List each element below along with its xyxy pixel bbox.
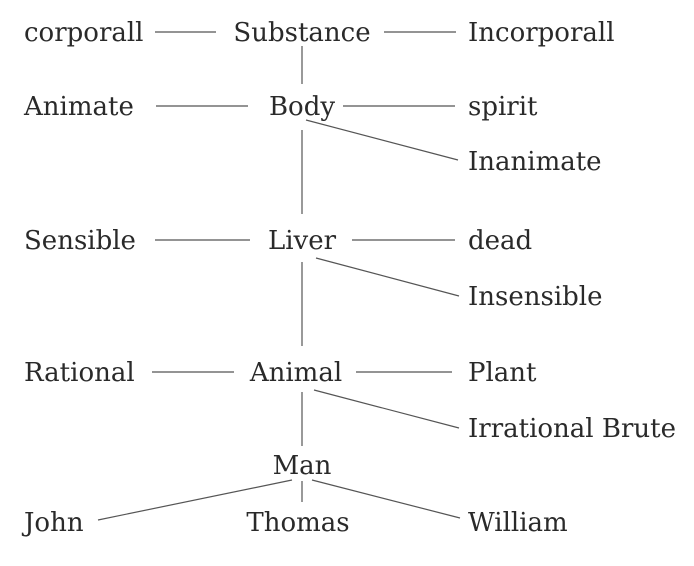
tree-edges	[97, 31, 461, 521]
node-incorporall: Incorporall	[468, 18, 615, 48]
edge-man-john	[97, 479, 293, 521]
node-inanimate: Inanimate	[468, 147, 602, 177]
edge-liver-insensible	[315, 257, 460, 297]
node-corporall: corporall	[24, 18, 144, 48]
node-john: John	[21, 508, 84, 538]
node-irrational-brute: Irrational Brute	[468, 414, 676, 444]
edge-animal-irrational-brute	[313, 389, 460, 429]
node-liver: Liver	[268, 226, 337, 256]
edge-body-inanimate	[305, 119, 459, 161]
node-rational: Rational	[24, 358, 135, 388]
node-substance: Substance	[233, 18, 370, 48]
node-insensible: Insensible	[468, 282, 603, 312]
node-dead: dead	[468, 226, 532, 256]
node-animal: Animal	[249, 358, 342, 388]
node-thomas: Thomas	[246, 508, 349, 538]
node-man: Man	[273, 451, 332, 481]
node-plant: Plant	[468, 358, 537, 388]
edge-man-william	[311, 479, 461, 519]
node-sensible: Sensible	[24, 226, 136, 256]
node-body: Body	[269, 92, 335, 122]
tree-nodes: corporall Substance Incorporall Animate …	[21, 18, 676, 538]
node-spirit: spirit	[468, 92, 538, 122]
node-william: William	[468, 508, 568, 538]
node-animate: Animate	[23, 92, 134, 122]
